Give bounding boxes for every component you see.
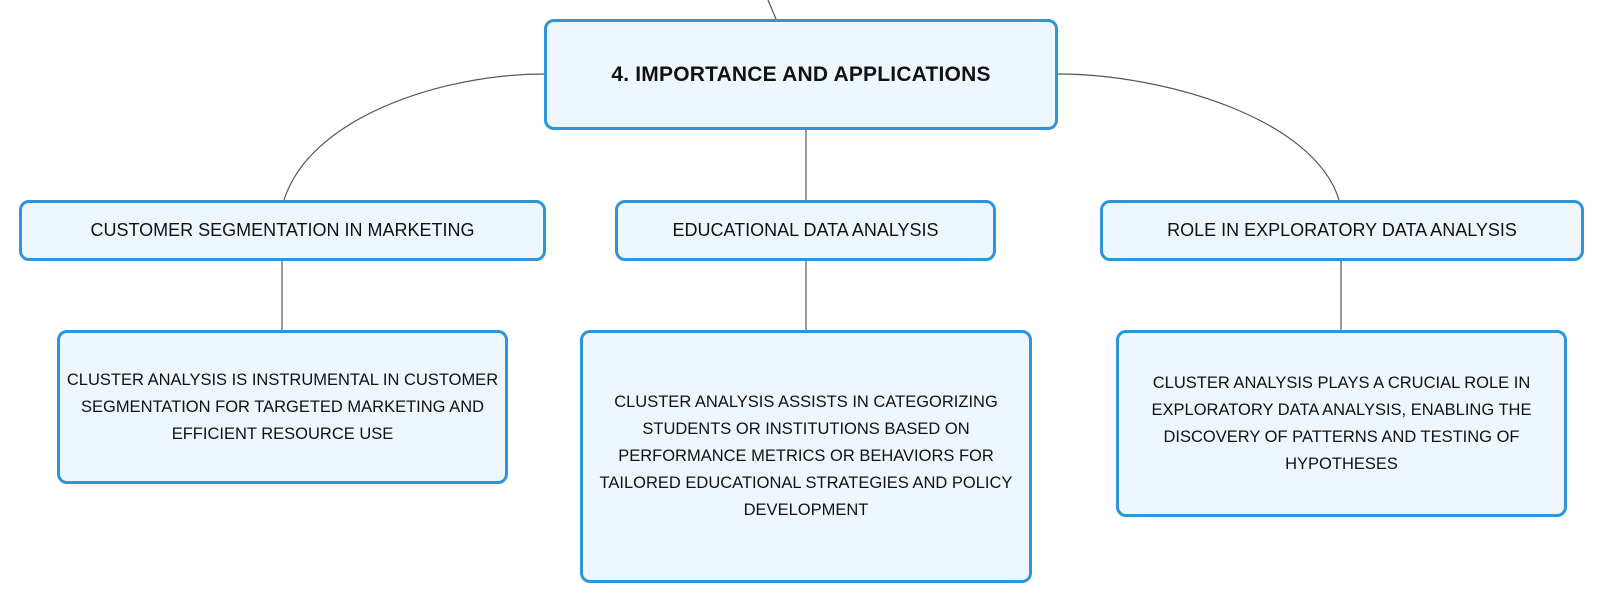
branch-title: CUSTOMER SEGMENTATION IN MARKETING bbox=[90, 220, 475, 240]
root-node[interactable]: 4. IMPORTANCE AND APPLICATIONS bbox=[544, 19, 1058, 130]
branch-title: ROLE IN EXPLORATORY DATA ANALYSIS bbox=[1167, 220, 1517, 240]
detail-node-educational-data-analysis[interactable]: CLUSTER ANALYSIS ASSISTS IN CATEGORIZING… bbox=[580, 330, 1032, 583]
detail-text: CLUSTER ANALYSIS ASSISTS IN CATEGORIZING… bbox=[599, 393, 1013, 519]
branch-node-educational-data-analysis[interactable]: EDUCATIONAL DATA ANALYSIS bbox=[615, 200, 996, 261]
detail-node-customer-segmentation[interactable]: CLUSTER ANALYSIS IS INSTRUMENTAL IN CUST… bbox=[57, 330, 508, 484]
detail-node-exploratory-data-analysis[interactable]: CLUSTER ANALYSIS PLAYS A CRUCIAL ROLE IN… bbox=[1116, 330, 1567, 517]
connector-root-to-branch-1 bbox=[283, 73, 546, 201]
branch-node-customer-segmentation[interactable]: CUSTOMER SEGMENTATION IN MARKETING bbox=[19, 200, 546, 261]
root-title: 4. IMPORTANCE AND APPLICATIONS bbox=[611, 62, 991, 86]
connector-root-to-branch-3 bbox=[1057, 73, 1340, 201]
incoming-connector bbox=[767, 0, 777, 20]
detail-text: CLUSTER ANALYSIS IS INSTRUMENTAL IN CUST… bbox=[66, 370, 499, 443]
detail-text: CLUSTER ANALYSIS PLAYS A CRUCIAL ROLE IN… bbox=[1151, 373, 1532, 473]
branch-title: EDUCATIONAL DATA ANALYSIS bbox=[672, 220, 939, 240]
branch-node-exploratory-data-analysis[interactable]: ROLE IN EXPLORATORY DATA ANALYSIS bbox=[1100, 200, 1584, 261]
